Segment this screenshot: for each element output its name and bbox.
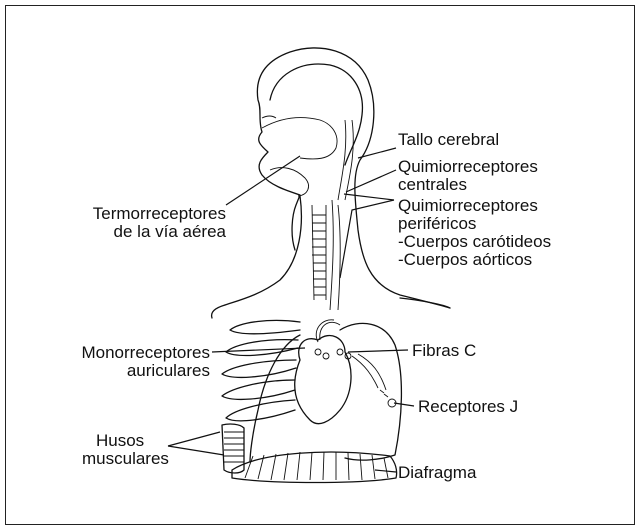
shoulder-left xyxy=(212,305,225,318)
leader-diafragma xyxy=(375,470,396,472)
leader-perifericos-2 xyxy=(344,194,394,200)
label-cuerpos-aorticos: -Cuerpos aórticos xyxy=(398,250,532,269)
label-receptores-j: Receptores J xyxy=(418,397,518,416)
neck-left xyxy=(225,196,301,305)
brainstem xyxy=(338,120,353,200)
leader-centrales xyxy=(346,170,396,192)
bronchi xyxy=(315,349,396,407)
label-quimio-centrales-2: centrales xyxy=(398,175,467,194)
label-fibras-c: Fibras C xyxy=(412,341,476,360)
leader-husos-1 xyxy=(168,432,220,446)
label-tallo-cerebral: Tallo cerebral xyxy=(398,130,499,149)
neck-vessels xyxy=(330,200,340,310)
diaphragm xyxy=(232,452,397,483)
label-quimio-perifericos-1: Quimiorreceptores xyxy=(398,196,538,215)
label-termo-1: Termorreceptores xyxy=(93,204,226,223)
nasal-cavity xyxy=(262,118,337,159)
label-cuerpos-carotideos: -Cuerpos carótideos xyxy=(398,232,551,251)
ribs xyxy=(222,320,300,420)
label-mono-1: Monorreceptores xyxy=(81,343,210,362)
label-quimio-centrales-1: Quimiorreceptores xyxy=(398,157,538,176)
head-inner-brain xyxy=(270,64,362,165)
heart xyxy=(295,336,351,424)
leader-receptores-j xyxy=(394,403,414,406)
label-husos-2: musculares xyxy=(82,449,169,468)
leader-termo xyxy=(226,156,300,205)
eye xyxy=(262,116,276,118)
leader-fibras xyxy=(348,350,408,352)
leader-tallo xyxy=(358,148,396,158)
label-mono-2: auriculares xyxy=(127,361,210,380)
label-termo-2: de la vía aérea xyxy=(114,222,227,241)
label-diafragma: Diafragma xyxy=(398,463,477,482)
aorta xyxy=(316,320,340,342)
leader-husos-2 xyxy=(168,446,224,455)
label-quimio-perifericos-2: periféricos xyxy=(398,214,476,233)
label-husos-1: Husos xyxy=(96,431,144,450)
trachea xyxy=(312,205,326,300)
